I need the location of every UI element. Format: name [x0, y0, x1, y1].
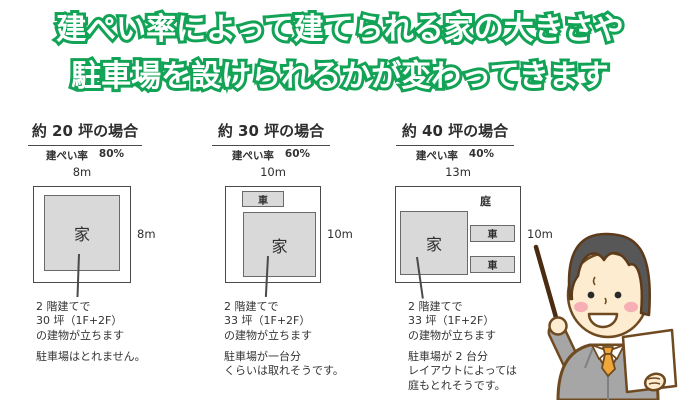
- column-30tsubo-header: 約 30 坪の場合: [212, 120, 330, 146]
- hand-icon: [548, 316, 568, 336]
- car-label: 車: [258, 195, 268, 207]
- column-20tsubo-coverage: 建ぺい率 80%: [28, 148, 142, 163]
- car-label: 車: [487, 261, 498, 272]
- title-line-1: 建ぺい率によって建てられる家の大きさや: [53, 9, 627, 50]
- house-label: 家: [271, 236, 288, 256]
- lot-width-label: 13m: [445, 165, 471, 179]
- nose: [604, 297, 607, 305]
- car-block: 車: [242, 191, 284, 207]
- parking-note-30tsubo: 駐車場が一台分 くらいは取れそうです。: [224, 350, 344, 378]
- house-label: 家: [73, 225, 90, 244]
- house-block: 家: [400, 211, 468, 275]
- mouth: [587, 312, 619, 329]
- eye: [614, 291, 622, 299]
- cheek: [574, 301, 588, 313]
- building-note-40tsubo: 2 階建てで 33 坪（1F+2F） の建物が立ちます: [408, 300, 496, 342]
- lot-diagram-40tsubo: 庭 家 車 車: [395, 186, 521, 283]
- eye: [587, 291, 595, 299]
- coverage-value: 60%: [284, 148, 311, 160]
- coverage-value: 40%: [468, 148, 495, 160]
- house-label: 家: [425, 235, 442, 254]
- column-20tsubo-header: 約 20 坪の場合: [28, 120, 142, 146]
- lot-height-label: 10m: [527, 227, 553, 241]
- building-note-20tsubo: 2 階建てで 30 坪（1F+2F） の建物が立ちます: [36, 300, 124, 342]
- title-line-2: 駐車場を設けられるかが変わってきます: [68, 56, 612, 97]
- cheek: [624, 301, 638, 313]
- tie-icon: [602, 346, 614, 355]
- car-block: 車: [470, 225, 515, 242]
- car-block: 車: [470, 256, 515, 273]
- coverage-value: 80%: [98, 148, 125, 160]
- column-40tsubo-coverage: 建ぺい率 40%: [396, 148, 514, 163]
- coverage-label: 建ぺい率: [45, 150, 88, 162]
- house-block: 家: [44, 195, 120, 271]
- businessman-illustration: [533, 232, 678, 400]
- garden-label: 庭: [480, 195, 491, 208]
- parking-note-20tsubo: 駐車場はとれません。: [36, 350, 146, 363]
- building-note-30tsubo: 2 階建てで 33 坪（1F+2F） の建物が立ちます: [224, 300, 312, 342]
- page-title: 建ぺい率によって建てられる家の大きさや 駐車場を設けられるかが変わってきます: [0, 6, 680, 100]
- hair: [567, 232, 652, 317]
- house-block: 家: [243, 212, 316, 277]
- lot-diagram-20tsubo: 家: [33, 186, 131, 283]
- coverage-label: 建ぺい率: [231, 150, 274, 162]
- lot-diagram-30tsubo: 車 家: [225, 186, 321, 283]
- car-label: 車: [487, 230, 498, 241]
- column-40tsubo-header: 約 40 坪の場合: [396, 120, 514, 146]
- column-30tsubo-coverage: 建ぺい率 60%: [212, 148, 330, 163]
- lot-height-label: 8m: [137, 227, 156, 241]
- lot-height-label: 10m: [327, 227, 353, 241]
- lot-width-label: 8m: [72, 165, 92, 179]
- lot-width-label: 10m: [260, 165, 286, 179]
- parking-note-40tsubo: 駐車場が 2 台分 レイアウトによっては 庭もとれそうです。: [408, 350, 517, 392]
- coverage-label: 建ぺい率: [415, 150, 458, 162]
